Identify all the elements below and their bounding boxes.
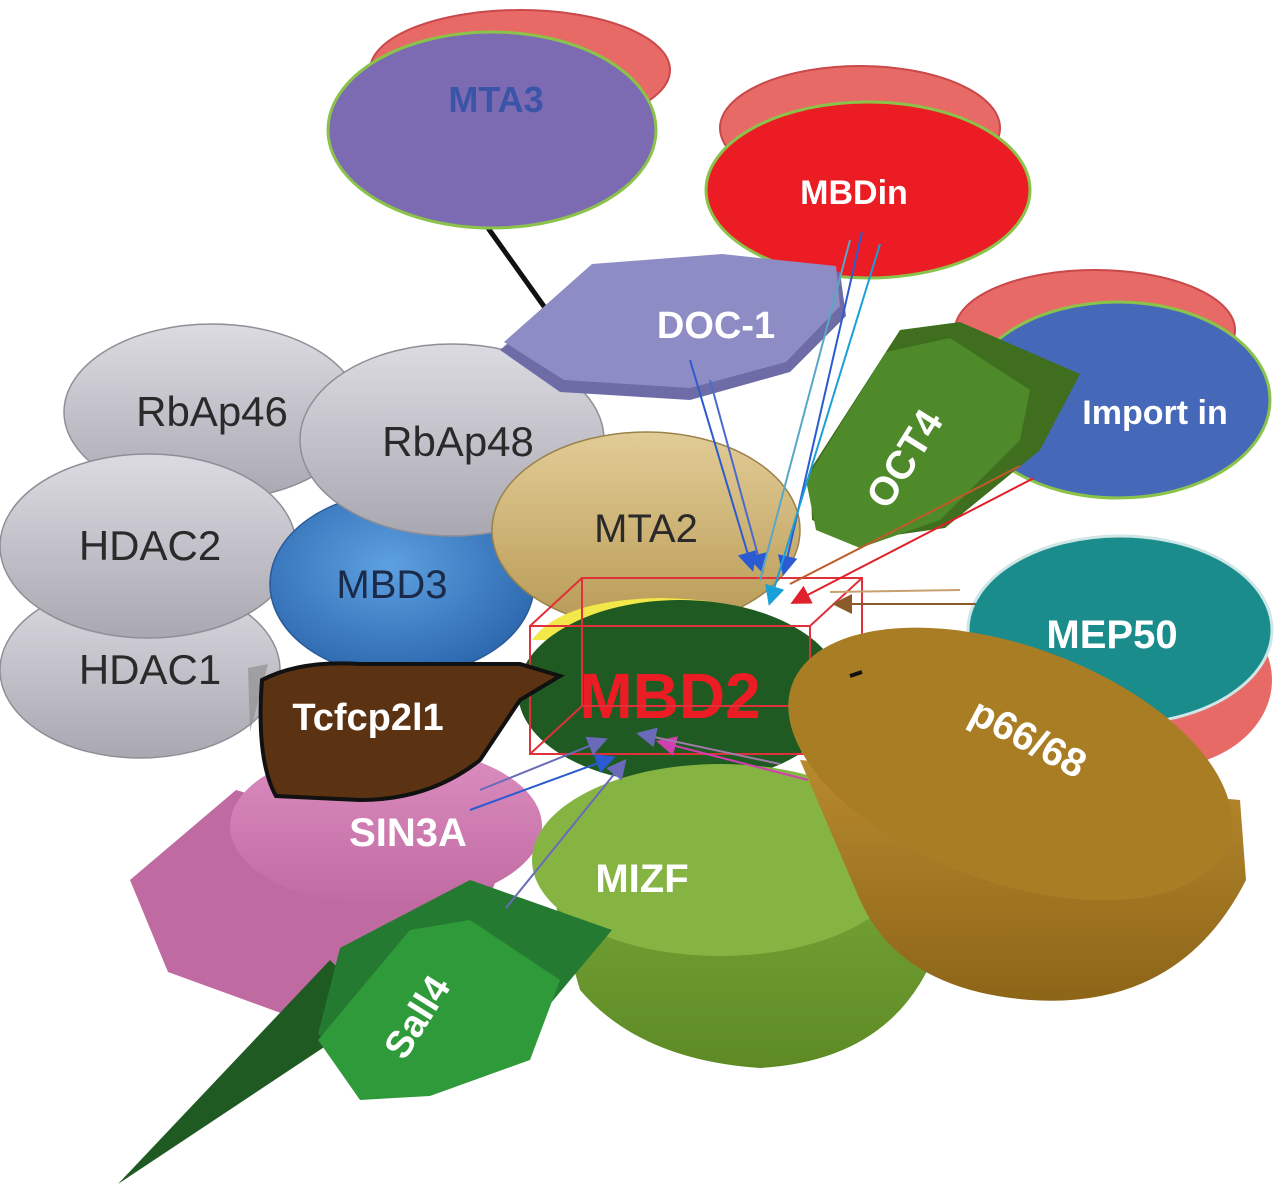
arrow-doc1-mbd2-b bbox=[709, 379, 768, 574]
mbd3-node: MBD3 bbox=[269, 491, 535, 677]
p6668-node: p66/68 bbox=[788, 627, 1246, 1001]
sall4-shape bbox=[318, 920, 560, 1100]
doc1-node: DOC-1 bbox=[500, 254, 846, 400]
arrow-oct4-mbd2 bbox=[789, 465, 1021, 585]
mta3-connector-line bbox=[485, 226, 551, 314]
arrow-doc1-mbd2 bbox=[689, 359, 758, 572]
tcfcp2l1-label: Tcfcp2l1 bbox=[292, 697, 443, 739]
hdac2-node: HDAC2 bbox=[0, 453, 297, 639]
arrow-black-small bbox=[849, 670, 863, 678]
importin-label: Import in bbox=[1082, 394, 1227, 432]
mizf-label: MIZF bbox=[595, 857, 688, 901]
tcfcp2l1-node: Tcfcp2l1 bbox=[248, 661, 565, 803]
arrow-importin-mbd2 bbox=[790, 477, 1035, 604]
interaction-arrows bbox=[469, 231, 1035, 909]
arrow-p6668-mbd2-b bbox=[636, 727, 781, 765]
mbd2-label: MBD2 bbox=[579, 660, 760, 732]
arrow-sin3a-mbd2 bbox=[469, 754, 616, 811]
mizf-node: MIZF bbox=[532, 764, 940, 1068]
hdac1-label: HDAC1 bbox=[79, 646, 221, 693]
doc1-shape bbox=[504, 254, 840, 388]
mta3-label: MTA3 bbox=[448, 79, 543, 120]
arrow-mbdin-mbd2-b bbox=[765, 243, 881, 606]
mbd3-label: MBD3 bbox=[336, 563, 447, 607]
mta2-label: MTA2 bbox=[594, 507, 698, 551]
sin3a-label: SIN3A bbox=[349, 811, 467, 855]
mta3-ellipse bbox=[326, 30, 658, 230]
doc1-label: DOC-1 bbox=[657, 305, 775, 347]
arrow-mbdin-mbd2-c bbox=[759, 239, 851, 581]
arrow-tcfcp2l1-mbd2 bbox=[479, 736, 608, 791]
mbdin-label: MBDin bbox=[800, 174, 908, 212]
mbdin-ellipse bbox=[704, 100, 1032, 280]
oct4-shape bbox=[806, 338, 1030, 548]
arrow-p6668-mbd2 bbox=[656, 736, 809, 781]
rbap46-label: RbAp46 bbox=[136, 388, 288, 435]
mep50-label: MEP50 bbox=[1046, 613, 1177, 657]
tcfcp2l1-shape bbox=[258, 661, 565, 803]
arrow-mep50-mbd2-b bbox=[829, 589, 961, 593]
mbdin-node: MBDin bbox=[704, 65, 1032, 280]
rbap48-label: RbAp48 bbox=[382, 418, 534, 465]
sall4-node: Sall4 bbox=[118, 880, 612, 1184]
oct4-node: OCT4 bbox=[806, 322, 1080, 548]
hdac2-label: HDAC2 bbox=[79, 522, 221, 569]
arrow-sall4-mbd2 bbox=[505, 758, 627, 909]
mta3-node: MTA3 bbox=[326, 9, 671, 230]
